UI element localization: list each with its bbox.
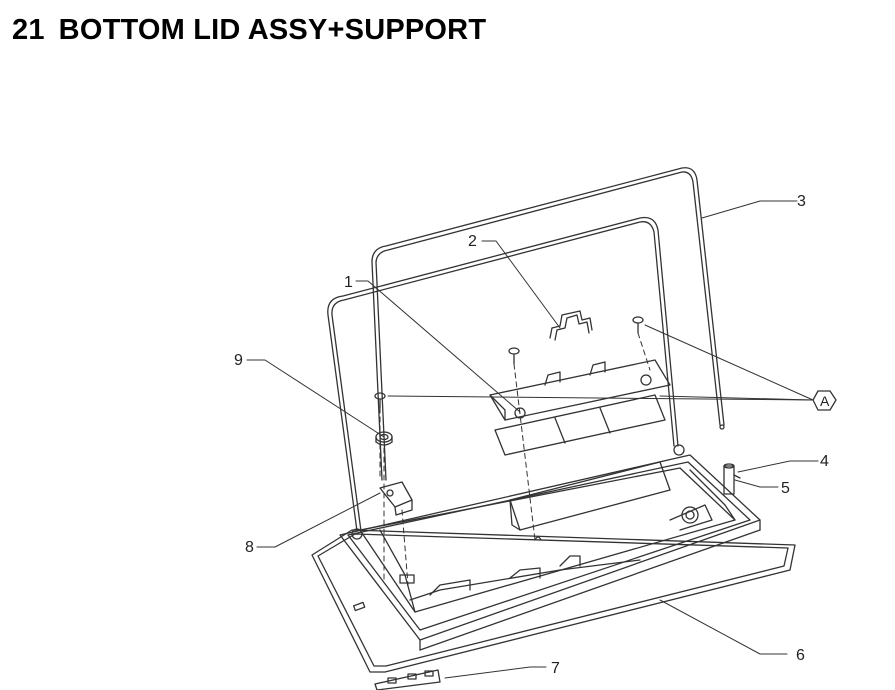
callout-a-balloon bbox=[812, 390, 837, 411]
assembly-lines bbox=[379, 332, 651, 586]
callout-5: 5 bbox=[781, 480, 790, 497]
page-title: 21 BOTTOM LID ASSY+SUPPORT bbox=[12, 14, 486, 47]
hinge-block bbox=[489, 359, 671, 456]
callout-4: 4 bbox=[820, 453, 829, 470]
support-frame-outer bbox=[371, 167, 725, 481]
section-title: BOTTOM LID ASSY+SUPPORT bbox=[58, 14, 487, 46]
section-number: 21 bbox=[12, 14, 45, 46]
washer-part bbox=[375, 431, 393, 446]
callout-6: 6 bbox=[796, 647, 805, 664]
leader-lines bbox=[246, 200, 819, 679]
pin-part bbox=[723, 463, 741, 495]
dashed-end-hook bbox=[534, 536, 542, 541]
callout-1: 1 bbox=[344, 274, 353, 291]
callout-9: 9 bbox=[234, 352, 243, 369]
bracket-part bbox=[374, 669, 441, 690]
callout-a: A bbox=[820, 393, 830, 409]
screw-middle bbox=[508, 347, 520, 365]
bottom-lid-tray bbox=[339, 444, 761, 651]
clip-part bbox=[379, 481, 413, 516]
callout-8: 8 bbox=[245, 539, 254, 556]
support-frame-inner bbox=[327, 216, 679, 532]
callout-7: 7 bbox=[551, 660, 560, 677]
callout-2: 2 bbox=[468, 233, 477, 250]
spring-part bbox=[549, 310, 593, 341]
callout-3: 3 bbox=[797, 193, 806, 210]
screw-left bbox=[374, 392, 386, 409]
screw-right bbox=[632, 316, 644, 334]
